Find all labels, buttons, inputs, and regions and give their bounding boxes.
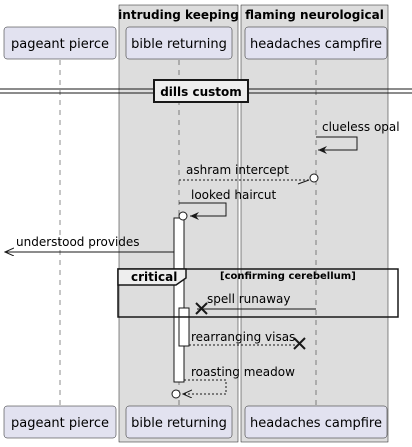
message-understood-provides: understood provides bbox=[5, 235, 174, 252]
message-label: spell runaway bbox=[207, 292, 291, 306]
group-condition: [confirming cerebellum] bbox=[220, 271, 356, 282]
message-label: looked haircut bbox=[191, 188, 277, 202]
participant-bible-returning-bottom: bible returning bbox=[125, 405, 233, 439]
participant-label: bible returning bbox=[131, 37, 227, 52]
message-roasting-meadow: roasting meadow bbox=[171, 365, 295, 399]
participant-label: bible returning bbox=[131, 416, 227, 431]
lost-circle-icon bbox=[309, 173, 319, 183]
participant-pageant-pierce-bottom: pageant pierce bbox=[3, 405, 117, 439]
message-label: clueless opal bbox=[322, 120, 400, 134]
box-flaming-neurological: flaming neurological bbox=[240, 4, 389, 443]
participant-label: headaches campfire bbox=[250, 416, 382, 431]
participant-label: pageant pierce bbox=[11, 416, 109, 431]
divider-dills-custom: dills custom bbox=[0, 79, 412, 103]
group-kind: critical bbox=[131, 270, 177, 284]
message-label: understood provides bbox=[16, 235, 140, 249]
message-spell-runaway: spell runaway bbox=[195, 292, 316, 315]
participant-label: headaches campfire bbox=[250, 37, 382, 52]
group-critical: critical [confirming cerebellum] bbox=[117, 268, 399, 318]
message-clueless-opal: clueless opal bbox=[316, 120, 400, 154]
activation-bar bbox=[178, 307, 190, 347]
message-ashram-intercept: ashram intercept bbox=[179, 163, 319, 185]
destroy-x-icon bbox=[195, 302, 208, 315]
participant-headaches-campfire-top: headaches campfire bbox=[244, 26, 388, 60]
message-label: rearranging visas bbox=[191, 330, 295, 344]
participant-headaches-campfire-bottom: headaches campfire bbox=[244, 405, 388, 439]
divider-label: dills custom bbox=[160, 85, 242, 99]
activation-bar bbox=[173, 217, 185, 383]
found-circle-icon bbox=[178, 211, 188, 221]
participant-bible-returning-top: bible returning bbox=[125, 26, 233, 60]
message-label: roasting meadow bbox=[191, 365, 295, 379]
participant-pageant-pierce-top: pageant pierce bbox=[3, 26, 117, 60]
message-looked-haircut: looked haircut bbox=[178, 188, 277, 221]
box-title: flaming neurological bbox=[245, 8, 384, 22]
box-title: intruding keeping bbox=[118, 8, 239, 22]
participant-label: pageant pierce bbox=[11, 37, 109, 52]
message-label: ashram intercept bbox=[186, 163, 289, 177]
destroy-x-icon bbox=[293, 337, 306, 350]
message-rearranging-visas: rearranging visas bbox=[189, 330, 306, 350]
found-circle-icon bbox=[171, 389, 181, 399]
